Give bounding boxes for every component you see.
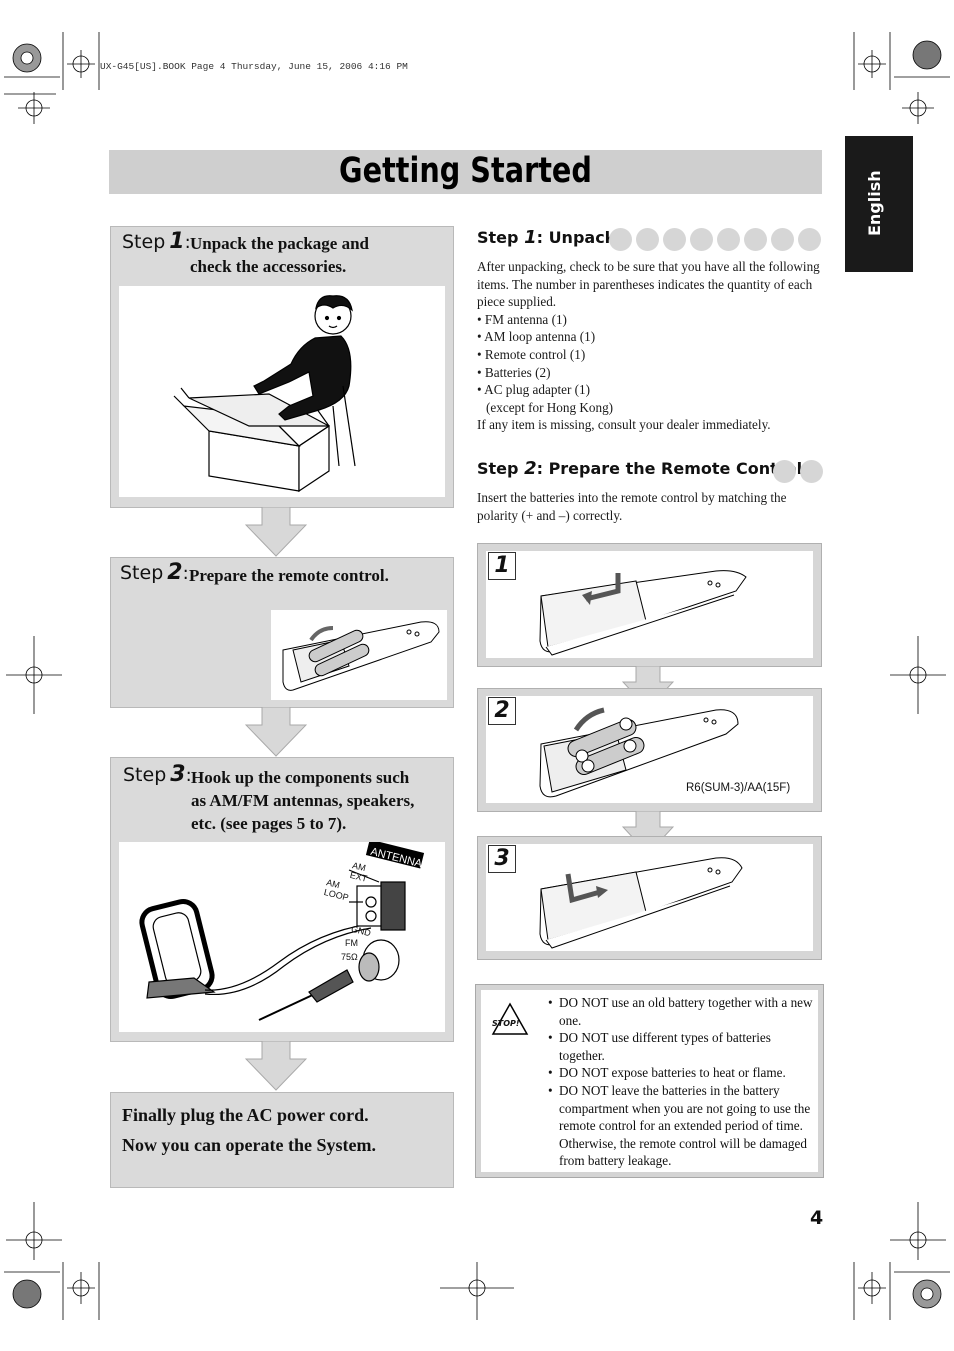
file-info-header: UX-G45[US].BOOK Page 4 Thursday, June 15… [100,61,408,72]
remote-battery-thumbnail [271,610,447,700]
remote-thumb-drawing [282,621,440,691]
section2-heading-number: 2 [524,458,537,479]
flow-final-panel: Finally plug the AC power cord. Now you … [110,1092,454,1188]
language-tab-label: English [865,170,884,236]
section1-heading: Step 1: Unpack [477,227,615,248]
flow-step1-panel: Step 1: Unpack the package and check the… [110,226,454,508]
title-bar: Getting Started [109,150,822,194]
section1-body: After unpacking, check to be sure that y… [477,258,821,434]
accessory-item: • FM antenna (1) [477,311,567,327]
stop-icon [491,1002,529,1035]
fm-label: FM [345,938,358,948]
figure-3-panel: 3 [477,836,822,960]
caution-item: DO NOT leave the batteries in the batter… [548,1082,813,1170]
accessory-list: • FM antenna (1) • AM loop antenna (1) •… [477,311,821,417]
section1-intro: After unpacking, check to be sure that y… [477,259,820,310]
caution-item: DO NOT use an old battery together with … [548,994,813,1029]
section1-heading-dots [609,228,821,251]
figure-1-panel: 1 [477,543,822,667]
battery-type-caption: R6(SUM-3)/AA(15F) [686,782,791,794]
step1-desc-line1: Unpack the package and [190,234,370,253]
ohm-label: 75Ω [341,952,358,962]
antenna-illustration: ANTENNA AM EXT AM LOOP GND FM 75Ω [119,842,445,1032]
flow-arrow-2 [245,707,307,757]
page-number: 4 [810,1207,824,1229]
step3-word: Step [123,764,167,786]
remote-battery-insert-drawing [539,707,739,798]
section1-heading-rest: : Unpack [536,228,616,247]
figure-3-number: 3 [488,845,516,873]
accessory-item: • AM loop antenna (1) [477,329,596,345]
section1-heading-word: Step [477,228,519,247]
section2-heading-dots [773,460,823,483]
accessory-item: • Batteries (2) [477,364,551,380]
caution-item: DO NOT use different types of batteries … [548,1029,813,1064]
flow-arrow-1 [245,507,307,557]
antenna-drawing [139,842,425,1021]
step2-number: 2 [167,560,183,585]
section2-intro: Insert the batteries into the remote con… [477,490,787,523]
step3-number: 3 [170,762,186,787]
flow-step2-panel: Step 2: Prepare the remote control. [110,557,454,708]
step3-desc-line3: etc. (see pages 5 to 7). [191,814,347,833]
caution-list: DO NOT use an old battery together with … [548,994,813,1170]
section2-heading-rest: : Prepare the Remote Control [536,459,803,478]
figure-2-panel: 2 R6(SUM-3)/AA(15F) [477,688,822,812]
step1-number: 1 [169,229,185,254]
step2-word: Step [120,562,164,584]
caution-item: DO NOT expose batteries to heat or flame… [548,1064,813,1082]
section2-heading: Step 2: Prepare the Remote Control [477,458,802,479]
stop-icon-label: STOP! [492,1019,520,1028]
step3-colon: : [185,765,192,786]
accessory-item: • AC plug adapter (1) [477,382,591,398]
unpack-drawing [173,295,356,493]
figure-2-number: 2 [488,697,516,725]
flow-arrow-3 [245,1041,307,1091]
figure-1-number: 1 [488,552,516,580]
accessory-item: • Remote control (1) [477,346,586,362]
step2-colon: : [182,563,189,584]
step3-desc-line1: Hook up the components such [191,768,410,787]
accessory-item-note: (except for Hong Kong) [486,399,614,415]
section2-heading-word: Step [477,459,519,478]
remote-cover-close-drawing [539,857,743,949]
step1-colon: : [184,232,191,253]
caution-box: STOP! DO NOT use an old battery together… [475,984,824,1178]
step1-word: Step [122,231,166,253]
step2-desc-line1: Prepare the remote control. [189,566,389,585]
section1-heading-number: 1 [524,227,537,248]
step3-desc-line2: as AM/FM antennas, speakers, [191,791,415,810]
remote-cover-open-drawing [539,570,747,656]
flow-step3-panel: Step 3: Hook up the components such as A… [110,757,454,1042]
section1-outro: If any item is missing, consult your dea… [477,417,771,433]
language-tab: English [845,136,913,272]
page-title: Getting Started [339,151,592,191]
final-line2: Now you can operate the System. [122,1135,376,1155]
step1-desc-line2: check the accessories. [190,257,347,276]
unpack-illustration [119,286,445,497]
final-line1: Finally plug the AC power cord. [122,1105,369,1125]
